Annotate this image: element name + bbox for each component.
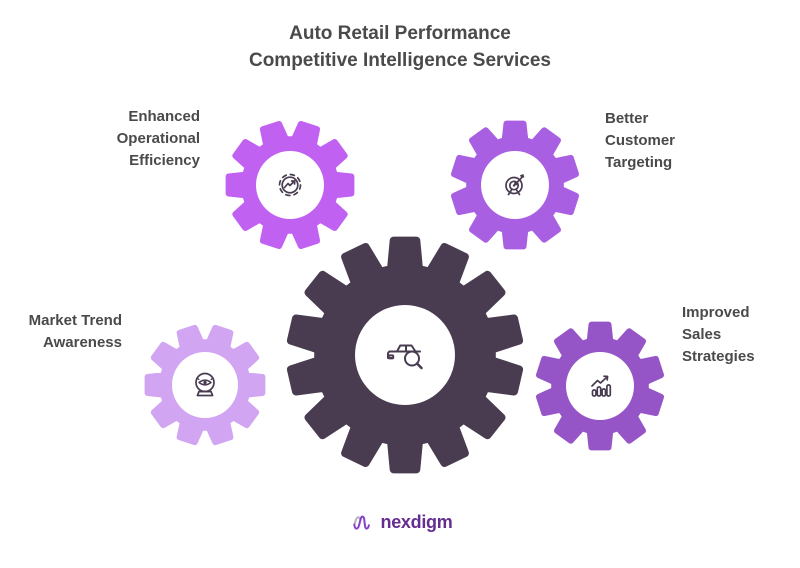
cog-trend-icon: [268, 163, 312, 212]
title-line-1: Auto Retail Performance: [289, 23, 511, 44]
crystal-ball-icon: [183, 363, 227, 412]
nexdigm-logo-text: nexdigm: [380, 511, 453, 532]
gear-improved-sales-strategies: [536, 321, 664, 451]
growth-chart-icon: [578, 364, 622, 413]
brand-logo: nexdigm: [0, 509, 800, 535]
label-improved-sales-strategies: Improved Sales Strategies: [682, 304, 755, 365]
label-better-customer-targeting: Better Customer Targeting: [605, 110, 676, 171]
label-market-trend-awareness: Market Trend Awareness: [28, 312, 122, 351]
target-dart-icon: [493, 163, 537, 212]
title-line-2: Competitive Intelligence Services: [248, 50, 551, 71]
label-enhanced-operational-efficiency: Enhanced Operational Efficiency: [116, 108, 200, 169]
page-title: Auto Retail Performance Competitive Inte…: [0, 20, 800, 74]
nexdigm-logo-icon: [348, 509, 374, 535]
car-search-icon: [375, 325, 435, 390]
